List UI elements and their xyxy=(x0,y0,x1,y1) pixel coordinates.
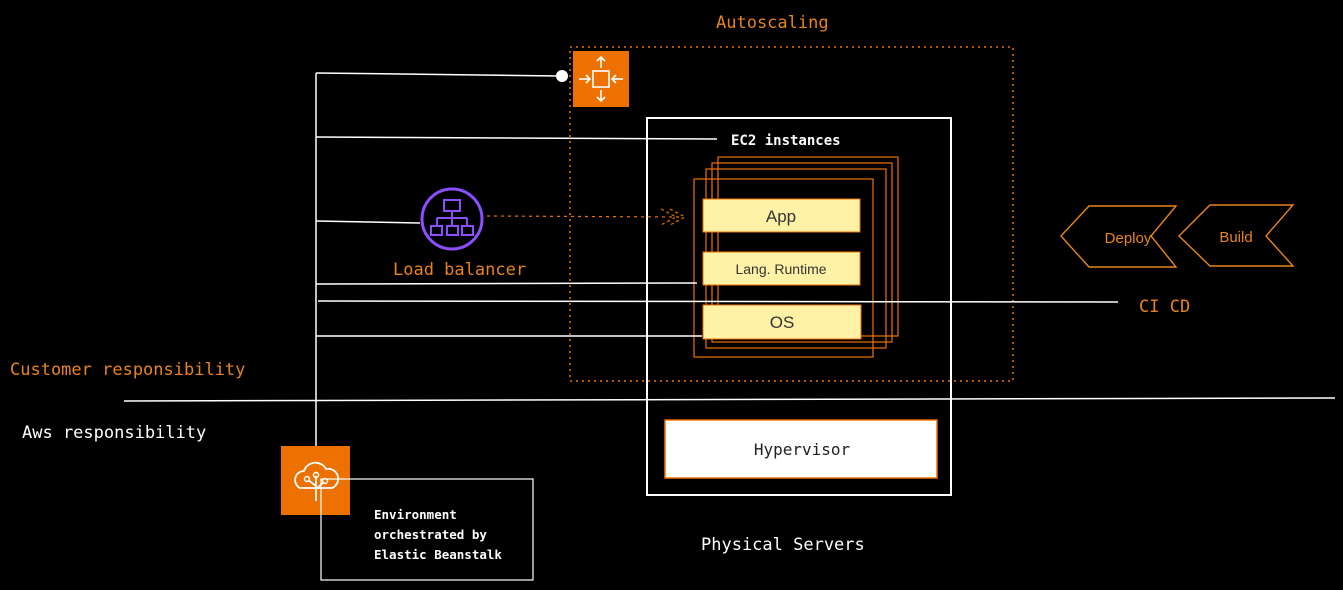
os-layer: OS xyxy=(702,304,862,340)
build-label: Build xyxy=(1219,229,1252,246)
autoscaling-label: Autoscaling xyxy=(716,13,829,33)
pipeline-build-step: Build xyxy=(1178,204,1295,267)
hypervisor-label: Hypervisor xyxy=(754,440,851,459)
pipeline-deploy-step: Deploy xyxy=(1060,205,1178,268)
autoscaling-icon xyxy=(573,51,629,107)
hypervisor-layer: Hypervisor xyxy=(664,419,938,479)
app-layer-label: App xyxy=(766,207,796,226)
environment-note-line2: orchestrated by xyxy=(374,527,487,542)
ci-cd-label: CI CD xyxy=(1139,297,1190,317)
ci-cd-line xyxy=(317,300,1119,303)
ec2-instance-frame xyxy=(693,178,874,358)
load-balancer-label: Load balancer xyxy=(393,260,526,280)
os-layer-label: OS xyxy=(770,313,795,332)
app-layer: App xyxy=(702,198,861,233)
elastic-beanstalk-icon xyxy=(281,446,350,515)
customer-responsibility-label: Customer responsibility xyxy=(10,360,245,380)
load-balancer-arrow xyxy=(486,208,687,226)
environment-note-line3: Elastic Beanstalk xyxy=(374,547,502,562)
physical-server-box xyxy=(646,117,952,496)
responsibility-divider xyxy=(123,397,1336,402)
load-balancer-icon xyxy=(420,187,484,251)
environment-note-box xyxy=(320,478,534,581)
autoscaling-group-boundary xyxy=(569,46,1014,382)
deploy-label: Deploy xyxy=(1105,230,1152,247)
ec2-instances-label: EC2 instances xyxy=(731,133,841,149)
environment-note-line1: Environment xyxy=(374,507,457,522)
physical-servers-label: Physical Servers xyxy=(701,535,865,555)
connector-endpoint xyxy=(556,70,568,82)
runtime-layer-label: Lang. Runtime xyxy=(735,261,826,277)
aws-responsibility-label: Aws responsibility xyxy=(22,423,206,443)
beanstalk-connector xyxy=(315,72,718,452)
runtime-layer: Lang. Runtime xyxy=(702,251,861,286)
